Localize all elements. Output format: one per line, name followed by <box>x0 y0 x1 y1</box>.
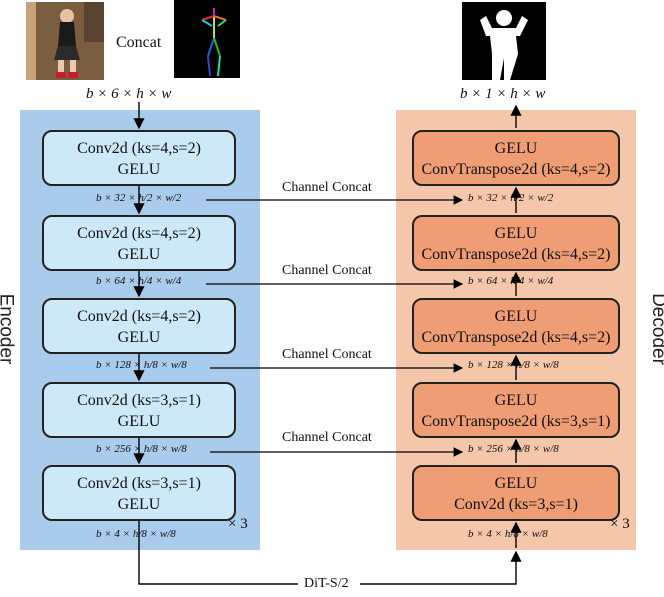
decoder-block-5: GELU Conv2d (ks=3,s=1) <box>412 465 620 521</box>
concat-label: Concat <box>116 34 162 51</box>
skeleton-icon <box>201 8 227 77</box>
encoder-dim: b × 128 × h/8 × w/8 <box>96 359 187 371</box>
silhouette-icon <box>480 10 528 80</box>
decoder-block-act: GELU <box>494 225 538 242</box>
encoder-block-op: Conv2d (ks=4,s=2) <box>77 308 201 325</box>
output-mask-thumbnail <box>462 2 546 80</box>
decoder-repeat: × 3 <box>610 516 630 532</box>
decoder-block-act: GELU <box>494 475 538 492</box>
decoder-block-op: ConvTranspose2d (ks=3,s=1) <box>421 413 611 430</box>
decoder-block-op: ConvTranspose2d (ks=4,s=2) <box>421 246 611 263</box>
skip-label-2: Channel Concat <box>282 263 372 278</box>
decoder-block-act: GELU <box>494 392 538 409</box>
encoder-block-1: Conv2d (ks=4,s=2) GELU <box>42 130 236 186</box>
pose-skeleton-thumbnail <box>174 0 240 78</box>
skip-label-4: Channel Concat <box>282 430 372 445</box>
encoder-block-4: Conv2d (ks=3,s=1) GELU <box>42 382 236 438</box>
input-photo-thumbnail <box>26 2 104 80</box>
encoder-block-act: GELU <box>117 496 161 513</box>
decoder-block-op: ConvTranspose2d (ks=4,s=2) <box>421 329 611 346</box>
encoder-dim: b × 256 × h/8 × w/8 <box>96 443 187 455</box>
encoder-block-op: Conv2d (ks=4,s=2) <box>77 225 201 242</box>
encoder-block-op: Conv2d (ks=3,s=1) <box>77 475 201 492</box>
encoder-block-act: GELU <box>117 161 161 178</box>
encoder-block-2: Conv2d (ks=4,s=2) GELU <box>42 215 236 271</box>
decoder-dim: b × 32 × h/2 × w/2 <box>468 192 554 204</box>
skip-label-3: Channel Concat <box>282 347 372 362</box>
encoder-repeat: × 3 <box>228 516 248 532</box>
encoder-dim: b × 4 × h/8 × w/8 <box>96 528 176 540</box>
encoder-block-5: Conv2d (ks=3,s=1) GELU <box>42 465 236 521</box>
input-dim-label: b × 6 × h × w <box>86 86 172 102</box>
decoder-block-2: GELU ConvTranspose2d (ks=4,s=2) <box>412 215 620 271</box>
encoder-block-act: GELU <box>117 413 161 430</box>
encoder-block-act: GELU <box>117 246 161 263</box>
decoder-block-op: Conv2d (ks=3,s=1) <box>454 496 578 513</box>
decoder-block-act: GELU <box>494 140 538 157</box>
decoder-block-act: GELU <box>494 308 538 325</box>
bottleneck-label: DiT-S/2 <box>300 576 353 592</box>
decoder-block-op: ConvTranspose2d (ks=4,s=2) <box>421 161 611 178</box>
dancer-figure <box>26 2 104 80</box>
encoder-block-op: Conv2d (ks=4,s=2) <box>77 140 201 157</box>
decoder-block-3: GELU ConvTranspose2d (ks=4,s=2) <box>412 298 620 354</box>
decoder-dim: b × 4 × h/8 × w/8 <box>468 528 548 540</box>
decoder-block-1: GELU ConvTranspose2d (ks=4,s=2) <box>412 130 620 186</box>
output-dim-label: b × 1 × h × w <box>460 86 546 102</box>
decoder-block-4: GELU ConvTranspose2d (ks=3,s=1) <box>412 382 620 438</box>
encoder-block-op: Conv2d (ks=3,s=1) <box>77 392 201 409</box>
encoder-block-act: GELU <box>117 329 161 346</box>
encoder-block-3: Conv2d (ks=4,s=2) GELU <box>42 298 236 354</box>
skip-label-1: Channel Concat <box>282 180 372 195</box>
